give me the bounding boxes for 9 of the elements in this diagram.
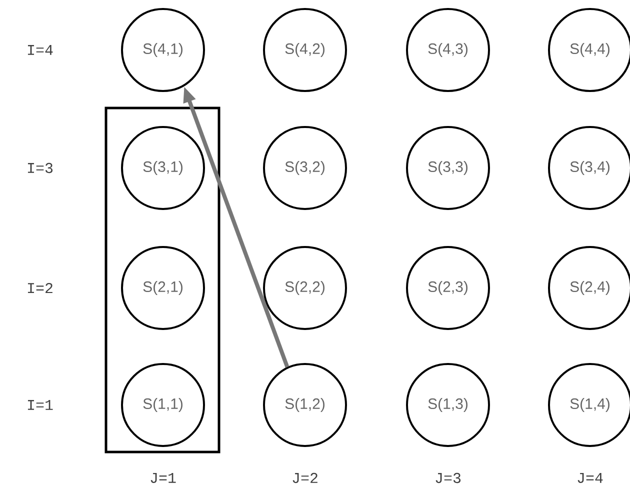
column-label: J=3 [436, 472, 461, 484]
row-label: I=4 [28, 45, 53, 55]
row-label: I=3 [28, 162, 53, 174]
column-label: J=2 [292, 472, 318, 484]
row-label: I=2 [28, 282, 52, 293]
column-label: J=1 [150, 472, 176, 483]
group-box [104, 106, 220, 454]
column-label: J=4 [578, 472, 603, 483]
row-label: I=1 [28, 400, 53, 410]
